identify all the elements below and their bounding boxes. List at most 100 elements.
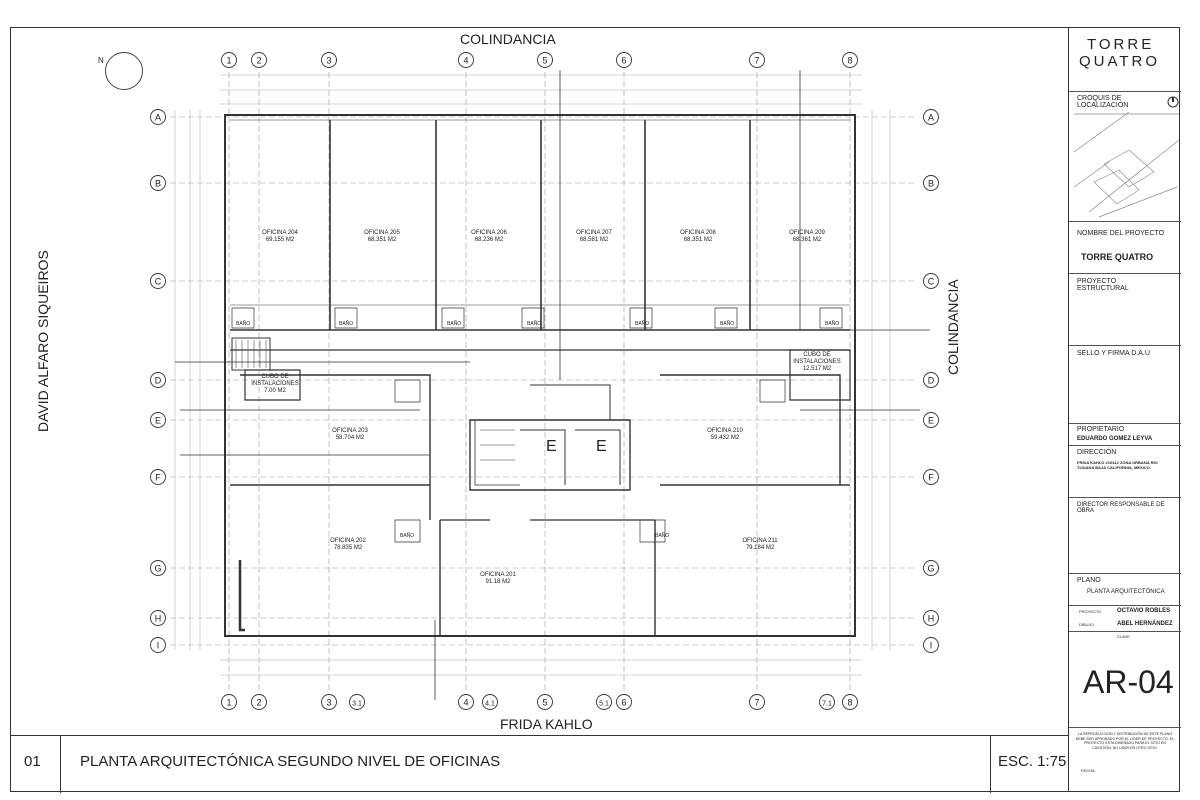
wall — [231, 337, 271, 371]
project-role: PROYECTO — [1079, 609, 1102, 614]
elevator-mark: E — [596, 438, 607, 455]
grid-bubble-label: 3.1 — [352, 701, 362, 708]
grid-bubble: D — [923, 372, 939, 388]
grid-bubble: F — [150, 469, 166, 485]
owner-section: PROPIETARIO EDUARDO GOMEZ LEYVA — [1069, 423, 1181, 445]
street-right-label: COLINDANCIA — [945, 279, 961, 375]
grid-bubble-label: G — [927, 564, 934, 574]
sheet-title: PLANTA ARQUITECTÓNICA SEGUNDO NIVEL DE O… — [80, 753, 501, 770]
location-heading: CROQUIS DE LOCALIZACIÓN — [1077, 95, 1129, 109]
street-top-label: COLINDANCIA — [460, 31, 556, 47]
grid-bubble: 5 — [537, 52, 553, 68]
office-name: OFICINA 210 — [707, 428, 743, 434]
wall — [334, 307, 358, 329]
sheet-title-strip: 01 PLANTA ARQUITECTÓNICA SEGUNDO NIVEL D… — [10, 735, 1068, 793]
bath-label: BAÑO — [635, 321, 650, 327]
location-map — [1073, 96, 1180, 218]
grid-bubble: 6 — [616, 694, 632, 710]
grid-bubble-label: 3 — [326, 56, 331, 66]
grid-bubble: B — [150, 175, 166, 191]
wall — [629, 307, 653, 329]
office-area: 68.236 M2 — [474, 237, 504, 243]
drawing-person: ABEL HERNÁNDEZ — [1117, 621, 1173, 627]
grid-bubble: E — [150, 412, 166, 428]
key-section: CLAVE AR-04 — [1069, 631, 1181, 727]
project-name-section: NOMBRE DEL PROYECTO TORRE QUATRO — [1069, 221, 1181, 273]
grid-bubble-label: A — [155, 113, 161, 123]
grid-bubble: C — [923, 273, 939, 289]
project-logo-line2: QUATRO — [1079, 53, 1161, 70]
wall — [521, 307, 545, 329]
grid-bubble: 1 — [221, 52, 237, 68]
project-person: OCTAVIO ROBLES — [1117, 608, 1171, 614]
office-area: 78.835 M2 — [333, 545, 363, 551]
grid-bubble: H — [923, 610, 939, 626]
grid-bubble-label: 5 — [542, 698, 547, 708]
wall — [480, 429, 515, 461]
project-name-heading: NOMBRE DEL PROYECTO — [1077, 230, 1165, 237]
grid-bubble-label: 1 — [226, 698, 231, 708]
address: FRIDA KAHLO #10412 ZONA URBANA RIO TIJUA… — [1077, 460, 1158, 470]
office-name: OFICINA 206 — [471, 230, 507, 236]
stamp-heading: SELLO Y FIRMA D.A.U — [1077, 350, 1150, 357]
grid-bubble-label: 4 — [463, 56, 468, 66]
address-section: DIRECCIÓN FRIDA KAHLO #10412 ZONA URBANA… — [1069, 445, 1181, 497]
bath-label: BAÑO — [655, 533, 670, 539]
sheet-code: AR-04 — [1083, 664, 1174, 700]
grid-bubble: 3 — [321, 52, 337, 68]
grid-bubble: A — [150, 109, 166, 125]
office-area: 68.581 M2 — [579, 237, 609, 243]
wall — [175, 329, 930, 456]
grid-bubble: 7 — [749, 52, 765, 68]
grid-bubble: 4.1 — [482, 694, 498, 710]
project-name: TORRE QUATRO — [1081, 252, 1154, 262]
grid-bubble-label: 7 — [754, 56, 759, 66]
grid-bubble-label: 4.1 — [485, 701, 495, 708]
grid-bubble: 1 — [221, 694, 237, 710]
notice-section: LA REPRODUCCIÓN Y DISTRIBUCIÓN DE ESTE P… — [1069, 727, 1181, 792]
grid-bubble: B — [923, 175, 939, 191]
wall — [789, 349, 851, 401]
drawing-sheet — [10, 27, 1180, 792]
grid-bubble-label: 3 — [326, 698, 331, 708]
wall — [520, 429, 621, 485]
grid-bubble: 5 — [537, 694, 553, 710]
grid-bubble-label: E — [928, 416, 934, 426]
wall — [394, 519, 421, 543]
grid-bubble-label: 8 — [847, 56, 852, 66]
grid-bubble: 2 — [251, 694, 267, 710]
wall — [240, 374, 431, 485]
bath-label: BAÑO — [236, 321, 251, 327]
structural-section: PROYECTO ESTRUCTURAL — [1069, 273, 1181, 335]
credits-section: PROYECTO OCTAVIO ROBLES DIBUJO ABEL HERN… — [1069, 605, 1181, 631]
plan-section: PLANO PLANTA ARQUITECTÓNICA — [1069, 573, 1181, 605]
grid-bubble-label: G — [154, 564, 161, 574]
wall — [439, 520, 656, 636]
plan-heading: PLANO — [1077, 577, 1101, 584]
grid-bubble-label: 5.1 — [599, 701, 609, 708]
wall — [441, 307, 465, 329]
grid-bubble: 8 — [842, 52, 858, 68]
grid-bubble-label: 2 — [256, 56, 261, 66]
office-name: OFICINA 211 — [742, 538, 778, 544]
grid-bubble-label: C — [928, 277, 935, 287]
bath-label: BAÑO — [720, 321, 735, 327]
grid-bubble-label: 7.1 — [822, 701, 832, 708]
sheet-scale: ESC. 1:75 — [998, 753, 1067, 770]
elevator-mark: E — [546, 438, 557, 455]
grid-bubble-label: 6 — [621, 56, 626, 66]
dro-section: DIRECTOR RESPONSABLE DE OBRA — [1069, 497, 1181, 565]
grid-bubble: 5.1 — [596, 694, 612, 710]
owner-name: EDUARDO GOMEZ LEYVA — [1077, 436, 1153, 442]
office-area: 58.704 M2 — [335, 435, 365, 441]
office-name: OFICINA 203 — [332, 428, 368, 434]
grid-bubble-label: I — [930, 641, 933, 651]
grid-bubble-label: D — [155, 376, 162, 386]
grid-bubble: 7 — [749, 694, 765, 710]
grid-bubble-label: H — [928, 614, 935, 624]
office-area: 91.18 M2 — [485, 579, 511, 585]
